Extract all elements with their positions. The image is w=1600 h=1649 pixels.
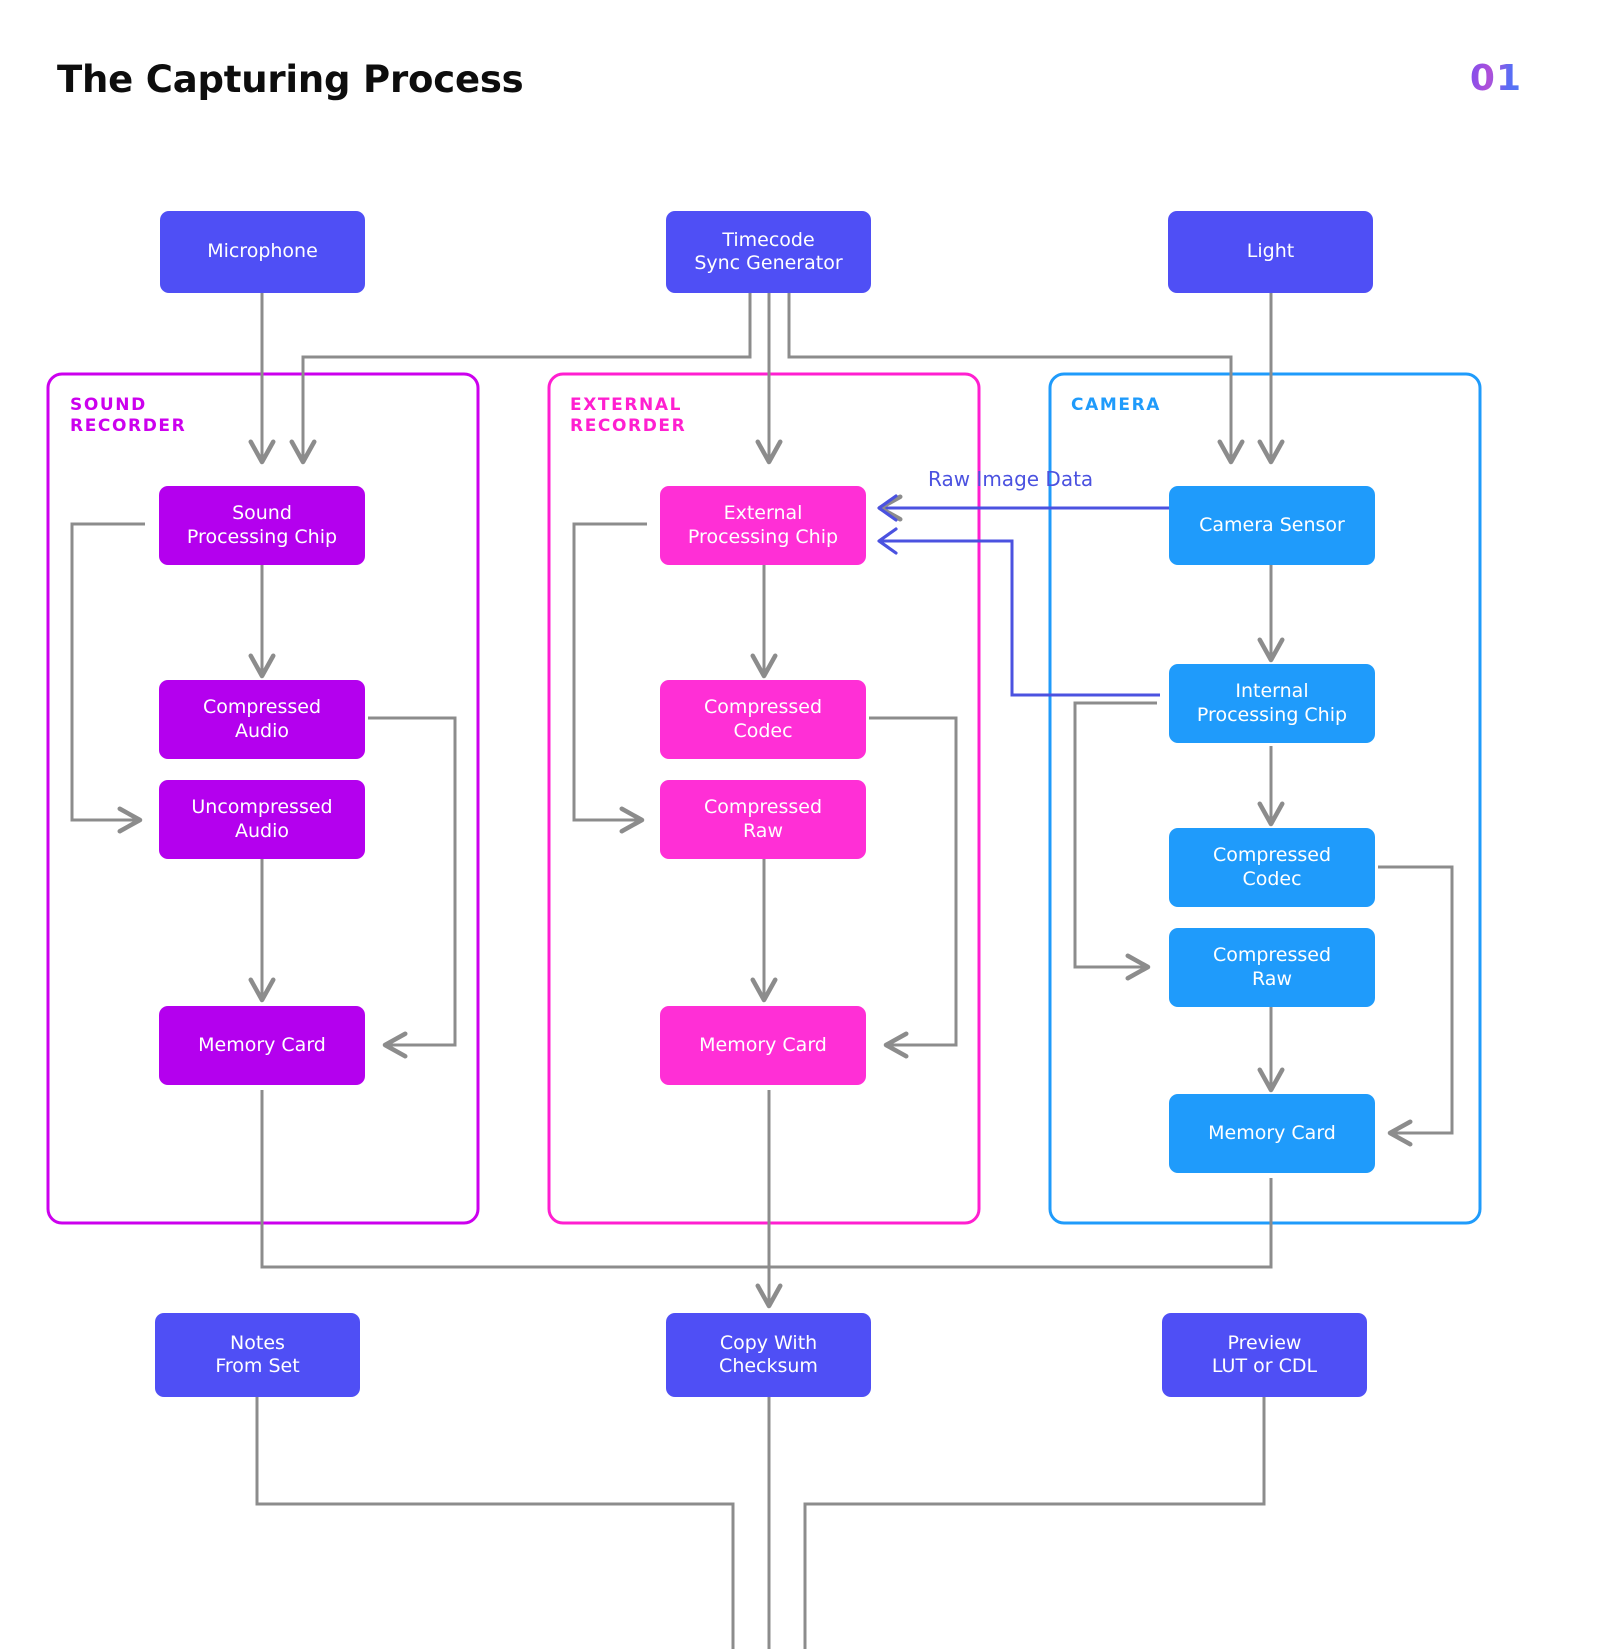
group-label-sound-recorder: SOUND RECORDER bbox=[70, 395, 187, 437]
edge-camera-compressed-codec-to-memory-card bbox=[1378, 865, 1454, 1147]
edge-notes-from-set-down bbox=[255, 1397, 735, 1649]
node-rect-camera-sensor[interactable] bbox=[1169, 486, 1375, 565]
edge-timecode-to-sound-chip bbox=[289, 292, 752, 465]
node-rect-timecode-sync-generator[interactable] bbox=[666, 211, 871, 293]
node-rect-sound-memory-card[interactable] bbox=[159, 1006, 365, 1085]
edge-external-compressed-codec-to-memory-card bbox=[869, 716, 958, 1059]
node-rect-microphone[interactable] bbox=[160, 211, 365, 293]
group-box-camera bbox=[1048, 372, 1482, 1225]
edge-camera-memory-card-to-copy bbox=[769, 1178, 1273, 1269]
page-number: 01 bbox=[1469, 58, 1522, 99]
edge-timecode-to-camera-sensor bbox=[787, 292, 1245, 465]
node-rect-internal-processing-chip[interactable] bbox=[1169, 664, 1375, 743]
edge-raw-arrowhead-1 bbox=[877, 494, 898, 522]
node-rect-notes-from-set[interactable] bbox=[155, 1313, 360, 1397]
group-label-camera: CAMERA bbox=[1071, 395, 1162, 415]
edge-compressed-audio-to-memory-card bbox=[368, 716, 457, 1059]
node-rect-camera-compressed-raw[interactable] bbox=[1169, 928, 1375, 1007]
edge-internal-chip-to-external-chip-raw bbox=[880, 539, 1160, 697]
node-rect-external-compressed-raw[interactable] bbox=[660, 780, 866, 859]
page-title: The Capturing Process bbox=[57, 58, 524, 101]
node-rect-preview-lut-or-cdl[interactable] bbox=[1162, 1313, 1367, 1397]
node-rect-light[interactable] bbox=[1168, 211, 1373, 293]
group-label-external-recorder: EXTERNAL RECORDER bbox=[570, 395, 687, 437]
edge-internal-chip-to-compressed-raw bbox=[1073, 701, 1157, 981]
node-rect-copy-with-checksum[interactable] bbox=[666, 1313, 871, 1397]
edge-sound-chip-to-uncompressed-audio bbox=[70, 522, 145, 834]
node-rect-uncompressed-audio[interactable] bbox=[159, 780, 365, 859]
node-rect-external-processing-chip[interactable] bbox=[660, 486, 866, 565]
node-rect-sound-processing-chip[interactable] bbox=[159, 486, 365, 565]
group-box-external-recorder bbox=[547, 372, 981, 1225]
node-rect-external-compressed-codec[interactable] bbox=[660, 680, 866, 759]
edge-external-chip-to-compressed-raw bbox=[572, 522, 647, 834]
edge-raw-arrowhead-2 bbox=[877, 527, 898, 555]
edge-label-raw-image-data: Raw Image Data bbox=[928, 467, 1094, 491]
node-rect-camera-memory-card[interactable] bbox=[1169, 1094, 1375, 1173]
edge-sound-memory-card-to-copy bbox=[260, 1090, 769, 1269]
node-rect-external-memory-card[interactable] bbox=[660, 1006, 866, 1085]
edge-preview-lut-down bbox=[803, 1397, 1266, 1649]
node-rect-compressed-audio[interactable] bbox=[159, 680, 365, 759]
node-rect-camera-compressed-codec[interactable] bbox=[1169, 828, 1375, 907]
